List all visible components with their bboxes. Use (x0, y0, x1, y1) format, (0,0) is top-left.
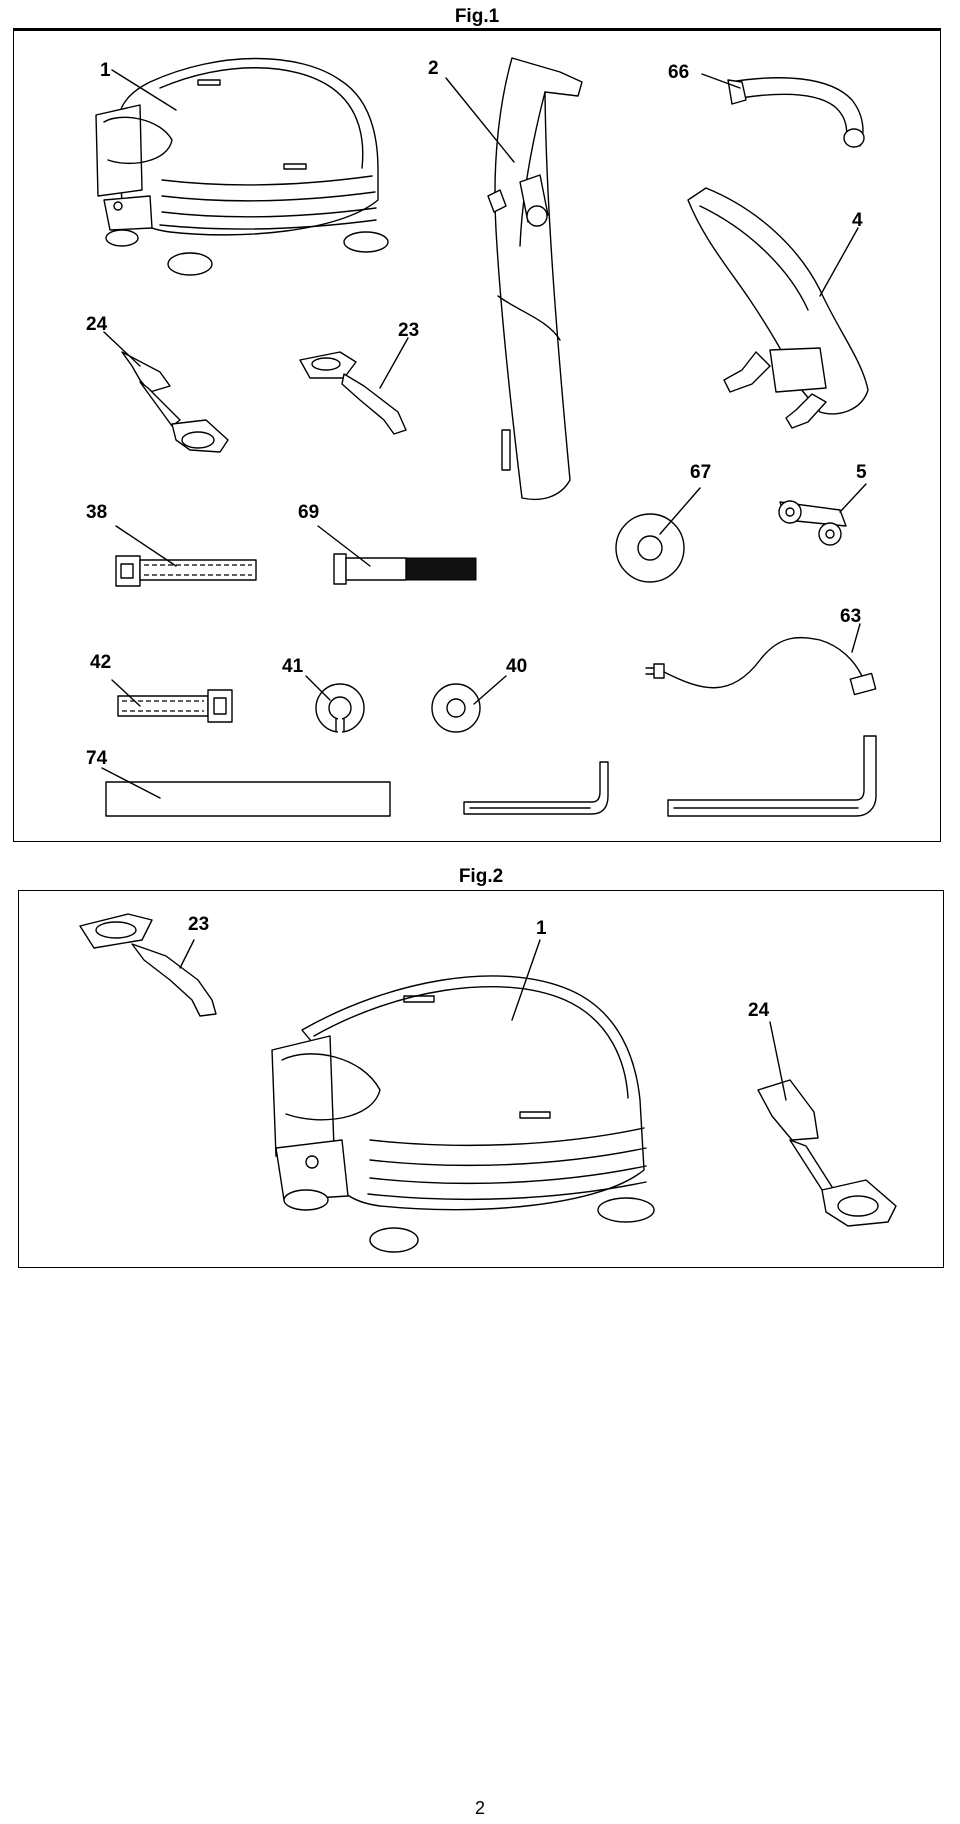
part-4-handlebar (687, 187, 869, 429)
label-63: 63 (840, 606, 861, 627)
fig2-part-24 (757, 1021, 897, 1227)
fig2-part-1-base (271, 939, 655, 1253)
part-69-bolt (317, 525, 477, 585)
part-63-cable (645, 623, 877, 696)
part-38-bolt (115, 525, 257, 587)
label-42: 42 (90, 652, 111, 673)
allen-key-large (667, 735, 877, 817)
part-24-pedal (103, 331, 229, 453)
label-24: 24 (86, 314, 108, 335)
part-67-washer (615, 487, 701, 583)
label-69: 69 (298, 502, 319, 523)
label-1: 1 (100, 60, 111, 81)
part-1-base (95, 57, 389, 276)
fig2-label-24: 24 (748, 1000, 770, 1021)
label-66: 66 (668, 62, 689, 83)
part-41-split-washer (305, 675, 365, 733)
fig1-frame (13, 28, 941, 842)
fig1-title: Fig.1 (454, 6, 500, 27)
fig2-label-23: 23 (188, 914, 209, 935)
part-66-tube (701, 73, 865, 148)
fig2-label-1: 1 (536, 918, 547, 939)
label-41: 41 (282, 656, 304, 677)
label-4: 4 (852, 210, 863, 231)
label-74: 74 (86, 748, 108, 769)
part-2-post (445, 57, 583, 501)
label-5: 5 (856, 462, 867, 483)
part-40-washer (431, 675, 507, 733)
label-23: 23 (398, 320, 419, 341)
page-number: 2 (474, 1798, 485, 1818)
label-67: 67 (690, 462, 711, 483)
allen-key-small (463, 761, 609, 815)
label-38: 38 (86, 502, 107, 523)
part-5-rollers (778, 483, 867, 546)
fig1-top-rule (13, 28, 941, 31)
part-23-pedal (299, 337, 409, 435)
fig2-title: Fig.2 (458, 866, 504, 887)
part-42-bolt (111, 679, 233, 723)
fig2-frame (18, 890, 944, 1268)
fig2-part-23 (79, 913, 217, 1017)
label-2: 2 (428, 58, 439, 79)
part-74-strip (101, 767, 391, 817)
label-40: 40 (506, 656, 527, 677)
